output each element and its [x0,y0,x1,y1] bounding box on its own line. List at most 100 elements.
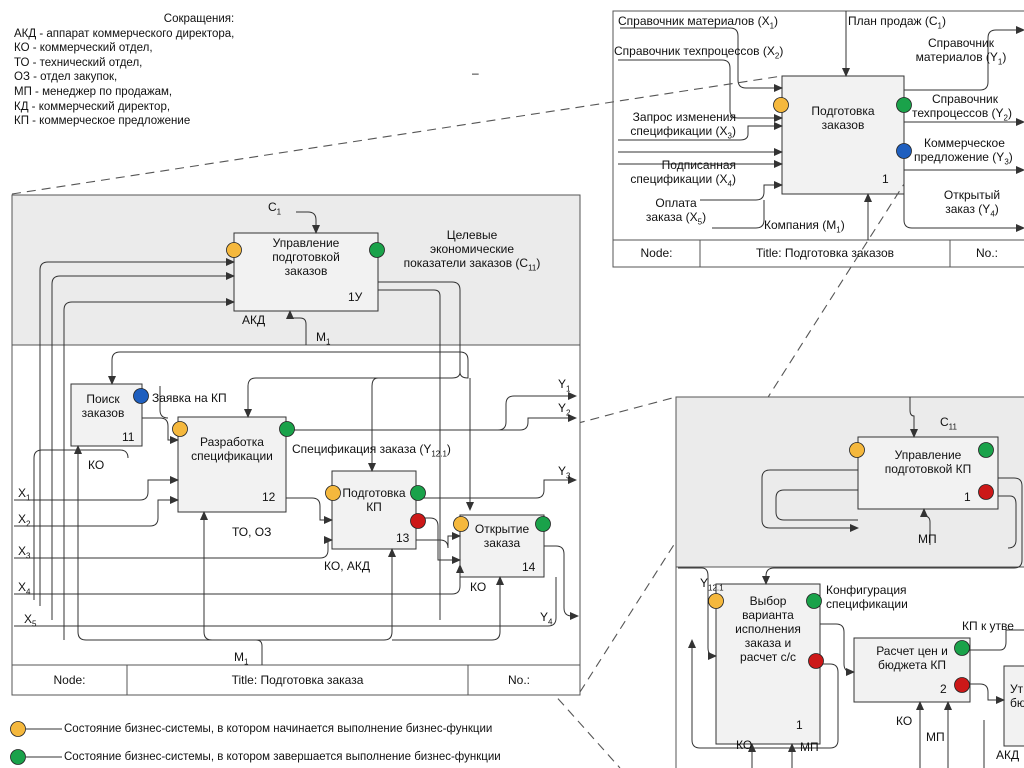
box-mgmt-1u [233,232,379,312]
detail-box-mgmt [857,436,999,510]
dot-start [849,442,865,458]
box-spec-12 [177,416,287,513]
detail-partial-mech: АКД [996,748,1020,762]
abbreviation-item: МП - менеджер по продажам, [14,85,173,98]
context-footer-no: No.: [976,246,999,260]
main-mechanism-m1-top: M1 [316,330,331,347]
legend-start-dot [10,721,26,737]
spec-output-label: Спецификация заказа (Y12.1) [292,442,451,459]
kp-box-mechanism: КО, АКД [324,559,370,573]
detail-choice-number: 1 [796,718,803,732]
dot-start [325,485,341,501]
search-box-number: 11 [122,430,135,444]
dot-start [172,421,188,437]
dot-end [896,97,912,113]
main-input-x4: X4 [18,580,31,597]
detail-input-y121: Y12.1 [700,576,724,593]
spec-box-mechanism: ТО, ОЗ [232,525,272,539]
spec-box-number: 12 [262,490,276,504]
main-output-y1: Y1 [558,377,571,394]
main-mechanism-m1-bottom: M1 [234,650,249,667]
mgmt-box-mechanism: АКД [242,313,266,327]
detail-price-mech1: КО [896,714,913,728]
abbreviation-item: АКД - аппарат коммерческого директора, [14,27,235,40]
detail-box-price [853,637,971,703]
legend-end-dot [10,749,26,765]
dot-end [978,442,994,458]
dot-event [133,388,149,404]
abbreviation-item: КО - коммерческий отдел, [14,42,153,55]
detail-price-mech2: МП [926,730,945,744]
main-input-x1: X1 [18,486,31,503]
dot-start [226,242,242,258]
mgmt-box-number: 1У [348,290,363,304]
dot-end [369,242,385,258]
dot-start [708,593,724,609]
detail-control-c11: C11 [940,415,957,432]
context-input-x1: Справочник материалов (X1) [618,14,779,31]
dot-end [806,593,822,609]
context-input-x2: Справочник техпроцессов (X2) [614,44,784,61]
dot-start [453,516,469,532]
detail-price-number: 2 [940,682,947,696]
main-input-x3: X3 [18,544,31,561]
dot-error [808,653,824,669]
context-footer-title: Title: Подготовка заказов [755,246,895,260]
detail-mgmt-number: 1 [964,490,971,504]
open-box-mechanism: КО [470,580,487,594]
main-input-x2: X2 [18,512,31,529]
legend-end-label: Состояние бизнес-системы, в котором заве… [64,751,501,763]
dot-error [978,484,994,500]
context-footer-node: Node: [640,246,673,260]
detail-box-choice [715,583,821,745]
separator-mark: – [472,66,479,80]
box-kp-13 [331,470,417,550]
open-box-number: 14 [522,560,536,574]
main-input-x5: X5 [24,612,37,629]
context-control: План продаж (C1) [848,14,946,31]
dot-end [279,421,295,437]
dot-event [896,143,912,159]
detail-kp-approve-label: КП к утве [962,619,1014,633]
kp-request-label: Заявка на КП [152,391,227,405]
dot-end [954,640,970,656]
detail-choice-mech1: КО [736,738,753,752]
detail-box-partial [1003,665,1024,747]
main-footer-no: No.: [508,673,531,687]
dot-start [773,97,789,113]
kp-box-number: 13 [396,531,410,545]
detail-mp-top: МП [918,532,937,546]
box-open-14 [459,514,545,578]
main-footer-node: Node: [53,673,86,687]
main-output-y3: Y3 [558,464,571,481]
search-box-mechanism: КО [88,458,105,472]
context-mechanism: Компания (M1) [764,218,845,235]
dot-end [535,516,551,532]
abbreviations-list: Сокращения: АКД - аппарат коммерческого … [14,12,304,129]
main-output-y4: Y4 [540,610,553,627]
context-box-number: 1 [882,172,889,186]
dot-end [410,485,426,501]
box-search-11 [70,383,143,447]
abbreviation-item: ОЗ - отдел закупок, [14,71,118,84]
main-footer-title: Title: Подготовка заказа [231,673,364,687]
detail-choice-mech2: МП [800,740,819,754]
dot-error [410,513,426,529]
